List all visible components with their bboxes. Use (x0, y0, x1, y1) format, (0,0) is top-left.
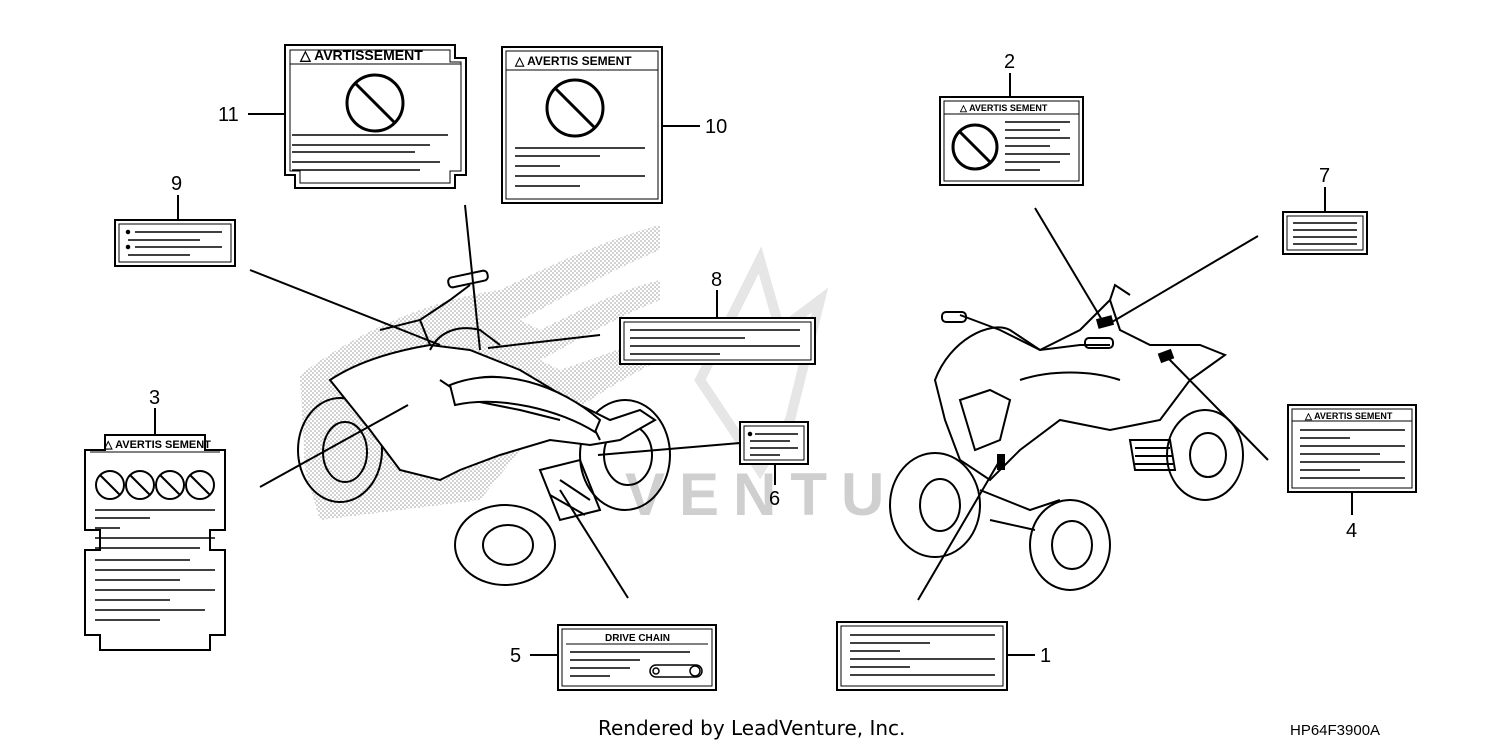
leader-4-arrow (1167, 357, 1269, 461)
front-left-wheel (889, 452, 981, 558)
label-11: △ AVRTISSEMENT (284, 44, 467, 189)
label-9 (114, 219, 236, 267)
leader-5-arrow (559, 489, 629, 599)
label-1 (836, 621, 1008, 691)
callout-6: 6 (769, 488, 780, 510)
callout-2: 2 (1004, 51, 1015, 73)
leader-2-arrow (1034, 207, 1103, 321)
callout-1: 1 (1040, 645, 1051, 667)
callout-4: 4 (1346, 520, 1357, 542)
callout-3: 3 (149, 387, 160, 409)
leader-3-arrow (259, 404, 409, 488)
callout-7: 7 (1319, 165, 1330, 187)
leader-9-arrow (249, 269, 441, 346)
atv-right (889, 283, 1244, 591)
label-4-title: △ AVERTIS SEMENT (1304, 411, 1393, 421)
leader-8-arrow (487, 334, 601, 349)
atv-left (297, 269, 671, 586)
label-11-title: △ AVRTISSEMENT (299, 47, 423, 63)
label-3-title: △ AVERTIS SEMENT (103, 439, 211, 451)
label-7 (1282, 211, 1368, 255)
label-8 (619, 317, 816, 365)
callout-11: 11 (218, 104, 239, 126)
rendered-by-text: Rendered by LeadVenture, Inc. (598, 716, 906, 740)
label-4: △ AVERTIS SEMENT (1287, 404, 1417, 493)
leader-6-arrow (597, 442, 741, 456)
callout-9: 9 (171, 173, 182, 195)
leader-1-arrow (917, 459, 1001, 601)
label-10: △ AVERTIS SEMENT (501, 46, 663, 204)
callout-10: 10 (705, 116, 727, 138)
rear-wheel-left (297, 397, 383, 503)
leader-11-arrow (464, 204, 481, 351)
callout-5: 5 (510, 645, 521, 667)
diagram-code: HP64F3900A (1290, 722, 1381, 739)
callout-numbers: 11 10 9 8 3 6 5 1 2 7 4 (149, 51, 1357, 667)
leader-7-arrow (1111, 235, 1259, 323)
watermark: VENTU (625, 246, 898, 528)
chain-icon (649, 664, 703, 678)
label-5: DRIVE CHAIN (557, 624, 717, 691)
label-2-title: △ AVERTIS SEMENT (959, 103, 1048, 113)
rear-wheel-right (579, 399, 671, 511)
front-wheel (454, 504, 556, 586)
label-2: △ AVERTIS SEMENT (939, 96, 1084, 186)
front-right-wheel (1029, 499, 1111, 591)
callout-8: 8 (711, 269, 722, 291)
watermark-text: VENTU (625, 461, 898, 528)
label-6 (739, 421, 809, 465)
drive-chain-title: DRIVE CHAIN (605, 633, 670, 644)
label-10-title: △ AVERTIS SEMENT (514, 54, 632, 68)
leader-lines (154, 73, 1353, 656)
label-3: △ AVERTIS SEMENT (84, 434, 226, 651)
